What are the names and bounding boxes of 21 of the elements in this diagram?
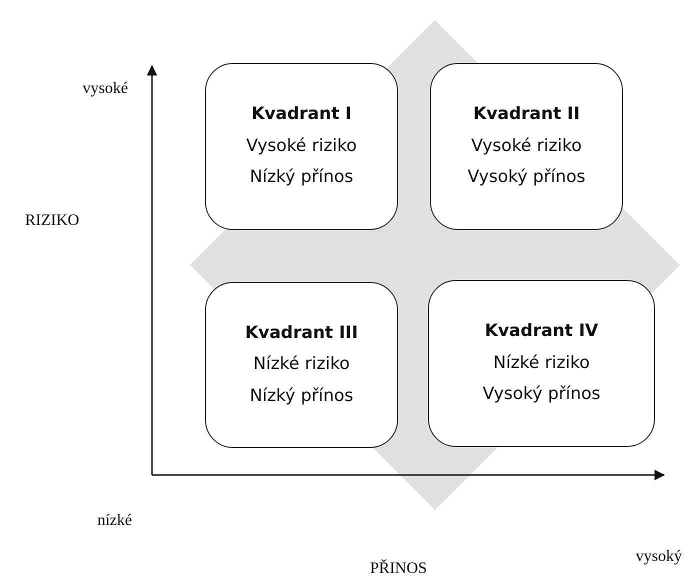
quadrant-title: Kvadrant II: [473, 105, 580, 125]
quadrant-text: Nízký přínos: [250, 386, 354, 406]
quadrant-title: Kvadrant I: [251, 105, 352, 125]
quadrant-title: Kvadrant IV: [484, 322, 598, 342]
quadrant-box: [428, 280, 655, 447]
quadrant-text: Nízké riziko: [253, 355, 350, 375]
quadrant-box: [205, 63, 398, 230]
axis-title: RIZIKO: [25, 212, 80, 230]
axis-tick-label: nízké: [97, 512, 132, 530]
quadrant-text: Vysoké riziko: [246, 136, 357, 156]
quadrant-box: [205, 282, 398, 448]
axis-title: PŘINOS: [370, 560, 427, 578]
axis-tick-label: vysoké: [82, 80, 128, 98]
quadrant-text: Vysoký přínos: [468, 168, 586, 188]
quadrant-text: Nízký přínos: [250, 168, 354, 188]
axis-tick-label: vysoký: [636, 548, 682, 566]
quadrant-box: [430, 63, 623, 230]
quadrant-text: Vysoké riziko: [471, 136, 582, 156]
quadrant-title: Kvadrant III: [245, 324, 358, 344]
quadrant-text: Nízké riziko: [493, 354, 590, 374]
quadrant-text: Vysoký přínos: [482, 385, 600, 405]
